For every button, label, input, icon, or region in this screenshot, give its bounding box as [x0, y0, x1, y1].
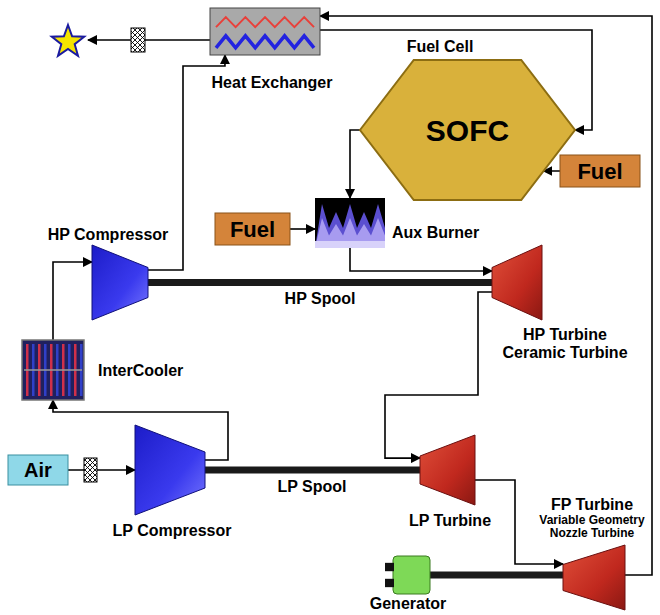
hot-coil	[216, 17, 314, 27]
flow-arrow	[350, 248, 492, 271]
flow-arrow	[53, 262, 92, 340]
turbine-symbol	[492, 245, 542, 320]
compressor-symbol	[92, 245, 148, 320]
flow-arrow	[320, 16, 652, 575]
intercooler-outline	[22, 340, 84, 400]
fuel-label: Fuel	[560, 159, 640, 184]
hp-compressor-outline	[92, 245, 148, 320]
component-label: Fuel Cell	[407, 38, 474, 56]
turbine-symbol	[563, 545, 625, 610]
flow-arrow	[290, 228, 315, 230]
component-label: Aux Burner	[392, 224, 479, 242]
fuel-box: Fuel	[215, 213, 290, 245]
component-label: Generator	[370, 596, 446, 612]
flame-base	[315, 241, 385, 248]
generator-shaft	[430, 571, 563, 578]
fuel-cell-hexagon: Fuel CellSOFC	[360, 60, 575, 200]
component-label: FP Turbine	[551, 496, 633, 514]
cold-coil	[216, 36, 314, 48]
compressor-symbol	[135, 425, 205, 515]
fuel-box-fill	[560, 155, 640, 187]
intercooler: InterCooler	[22, 340, 84, 400]
fuel-box: Fuel	[560, 155, 640, 187]
generator-terminal	[385, 579, 394, 587]
air-inlet-box: Air	[8, 455, 68, 485]
fp-turbine-outline	[563, 545, 625, 610]
aux-burner: Aux Burner	[315, 198, 385, 248]
flow-arrow	[385, 292, 492, 458]
hp-turbine: HP Turbine Ceramic Turbine	[492, 245, 542, 320]
cooler-body	[22, 340, 84, 400]
flow-arrow	[68, 469, 135, 471]
exhaust-line	[145, 39, 210, 41]
hp-turbine-outline	[492, 245, 542, 320]
fuel-box-fill	[215, 213, 290, 245]
spool-label: LP Spool	[275, 478, 348, 496]
lp-turbine-outline	[420, 435, 475, 505]
component-label: LP Turbine	[409, 512, 491, 530]
hexagon-outline	[360, 60, 575, 200]
flame-front	[315, 218, 385, 248]
flow-arrow	[350, 130, 360, 198]
lp-turbine: LP Turbine	[420, 435, 475, 505]
generator-terminal	[385, 563, 394, 571]
lp-compressor: LP Compressor	[135, 425, 205, 515]
hp-spool-shaft	[148, 279, 492, 286]
fuel-cell-title: SOFC	[360, 113, 575, 148]
generator-outline	[385, 556, 430, 594]
fp-turbine: FP TurbineVariable Geometry Nozzle Turbi…	[563, 545, 625, 610]
component-label: InterCooler	[98, 362, 183, 380]
heat-exchanger: Heat Exchanger	[210, 8, 320, 55]
lp-spool-shaft	[205, 467, 420, 474]
generator: Generator	[385, 556, 430, 594]
exchanger-body	[210, 8, 320, 55]
air-filter	[84, 458, 97, 482]
component-label: HP Compressor	[48, 226, 169, 244]
air-label: Air	[8, 459, 68, 482]
component-note: Variable Geometry Nozzle Turbine	[536, 514, 648, 540]
heat-exchanger-outline	[210, 8, 320, 55]
aux-burner-outline	[315, 198, 385, 248]
spool-label: HP Spool	[283, 290, 358, 308]
burner-body	[315, 198, 385, 248]
exhaust-star	[52, 25, 84, 56]
lp-compressor-outline	[135, 425, 205, 515]
component-label: HP Turbine Ceramic Turbine	[496, 326, 634, 362]
exhaust-filter	[131, 28, 145, 52]
turbine-symbol	[420, 435, 475, 505]
component-label: LP Compressor	[113, 522, 232, 540]
flame-back	[315, 204, 385, 248]
exhaust-arrow	[88, 39, 131, 41]
fuel-label: Fuel	[215, 217, 290, 242]
hp-compressor: HP Compressor	[92, 245, 148, 320]
air-box-fill	[8, 455, 68, 485]
flow-arrow	[543, 170, 560, 172]
component-label: Heat Exchanger	[212, 74, 333, 92]
cooler-divider	[24, 369, 82, 371]
generator-body	[393, 556, 430, 594]
